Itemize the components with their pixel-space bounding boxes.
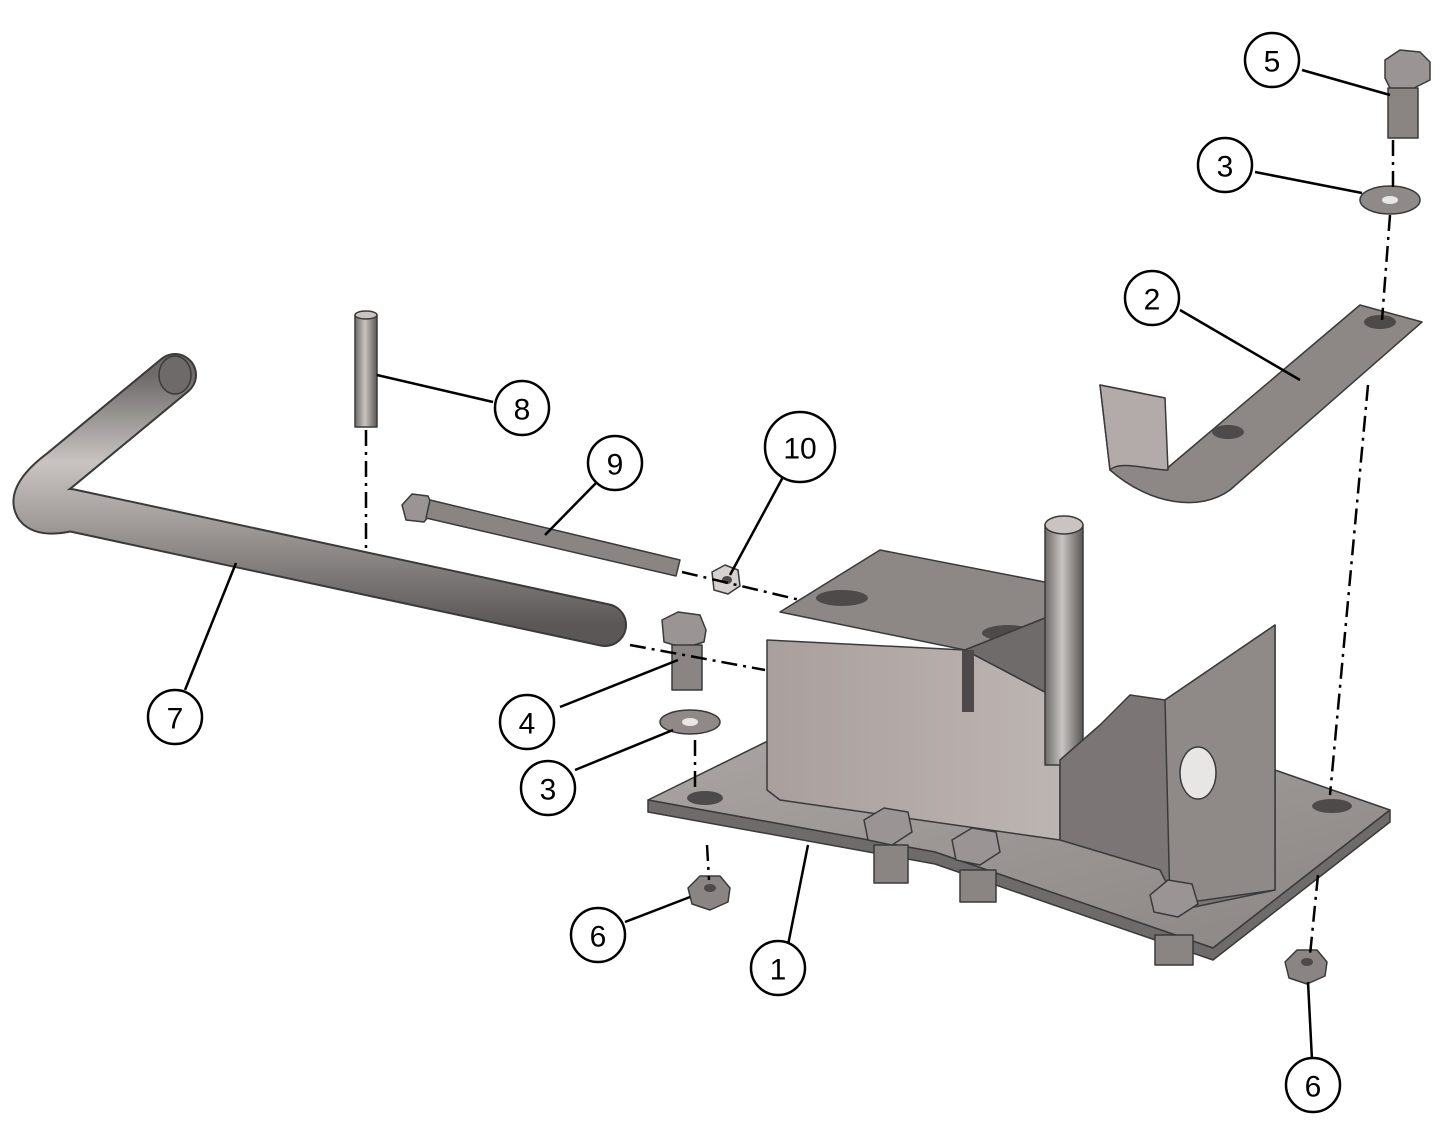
top-washer bbox=[1359, 185, 1421, 215]
callout-8: 8 bbox=[493, 379, 551, 437]
leader-10 bbox=[728, 476, 785, 576]
leader-9 bbox=[544, 481, 598, 536]
callout-3-mid-label: 3 bbox=[540, 774, 557, 807]
callout-9: 9 bbox=[586, 434, 644, 492]
long-bolt bbox=[401, 493, 681, 577]
callout-7: 7 bbox=[146, 688, 204, 746]
leader-6b bbox=[1306, 981, 1314, 1061]
callout-10: 10 bbox=[763, 410, 837, 484]
callout-3-top-label: 3 bbox=[1217, 151, 1234, 184]
pin bbox=[354, 310, 378, 428]
housing-top-slot-1 bbox=[816, 590, 868, 606]
centerline-right-nut bbox=[1308, 874, 1320, 956]
handle-rod bbox=[12, 353, 627, 647]
callout-2: 2 bbox=[1123, 269, 1181, 327]
bottom-nut-left bbox=[687, 875, 731, 911]
centerlines bbox=[364, 140, 1395, 956]
handle-rod-end bbox=[158, 355, 192, 395]
base-bolt-1 bbox=[863, 807, 913, 884]
callout-6-left-label: 6 bbox=[590, 921, 607, 954]
leader-8 bbox=[376, 373, 494, 404]
centerline-long-bolt bbox=[681, 570, 801, 602]
callout-1: 1 bbox=[749, 939, 807, 997]
top-bracket bbox=[1099, 304, 1423, 504]
base-bolt-3 bbox=[1149, 879, 1199, 966]
callout-2-label: 2 bbox=[1144, 284, 1161, 317]
lock-nut bbox=[711, 564, 741, 595]
callout-4: 4 bbox=[498, 693, 556, 751]
callout-3-top: 3 bbox=[1196, 136, 1254, 194]
base-bolt-2 bbox=[951, 827, 1001, 903]
callout-6-right: 6 bbox=[1284, 1056, 1342, 1114]
leader-4 bbox=[559, 658, 679, 709]
callout-10-label: 10 bbox=[783, 433, 816, 466]
leader-lines bbox=[183, 68, 1391, 1061]
leader-7 bbox=[183, 562, 238, 691]
base-assembly bbox=[647, 515, 1391, 966]
callout-5-label: 5 bbox=[1264, 46, 1281, 79]
pin-post bbox=[1044, 524, 1084, 766]
centerline-bracket-to-base bbox=[1328, 384, 1370, 796]
top-bracket-hole-2 bbox=[1212, 425, 1244, 439]
leader-3b bbox=[574, 728, 674, 772]
leader-1 bbox=[786, 844, 810, 946]
leader-2 bbox=[1179, 308, 1301, 382]
callout-9-label: 9 bbox=[607, 449, 624, 482]
base-plate-edge bbox=[647, 799, 1391, 961]
bottom-nut-right bbox=[1284, 949, 1328, 985]
mid-bolt bbox=[661, 611, 707, 691]
callout-1-label: 1 bbox=[770, 954, 787, 987]
callout-5: 5 bbox=[1243, 31, 1301, 89]
housing-notch bbox=[962, 650, 974, 712]
leader-3a bbox=[1254, 170, 1363, 195]
centerline-rod bbox=[629, 643, 766, 672]
callout-8-label: 8 bbox=[514, 394, 531, 427]
leader-6a bbox=[624, 895, 691, 924]
centerline-mid-nut bbox=[705, 844, 711, 881]
callout-3-mid: 3 bbox=[519, 759, 577, 817]
base-slot-left bbox=[687, 791, 723, 805]
top-bolt bbox=[1384, 49, 1431, 139]
leader-5 bbox=[1301, 68, 1391, 97]
rear-bracket-face bbox=[1164, 624, 1276, 906]
callout-4-label: 4 bbox=[519, 708, 536, 741]
pin-post-top bbox=[1044, 515, 1084, 535]
mid-washer bbox=[659, 709, 721, 735]
base-slot-right bbox=[1312, 799, 1352, 813]
bracket-hole bbox=[1179, 746, 1217, 800]
centerline-top-to-bracket bbox=[1380, 214, 1392, 321]
callout-7-label: 7 bbox=[167, 703, 184, 736]
callout-6-left: 6 bbox=[569, 906, 627, 964]
top-bracket-hole-1 bbox=[1364, 315, 1396, 329]
callout-6-right-label: 6 bbox=[1305, 1071, 1322, 1104]
